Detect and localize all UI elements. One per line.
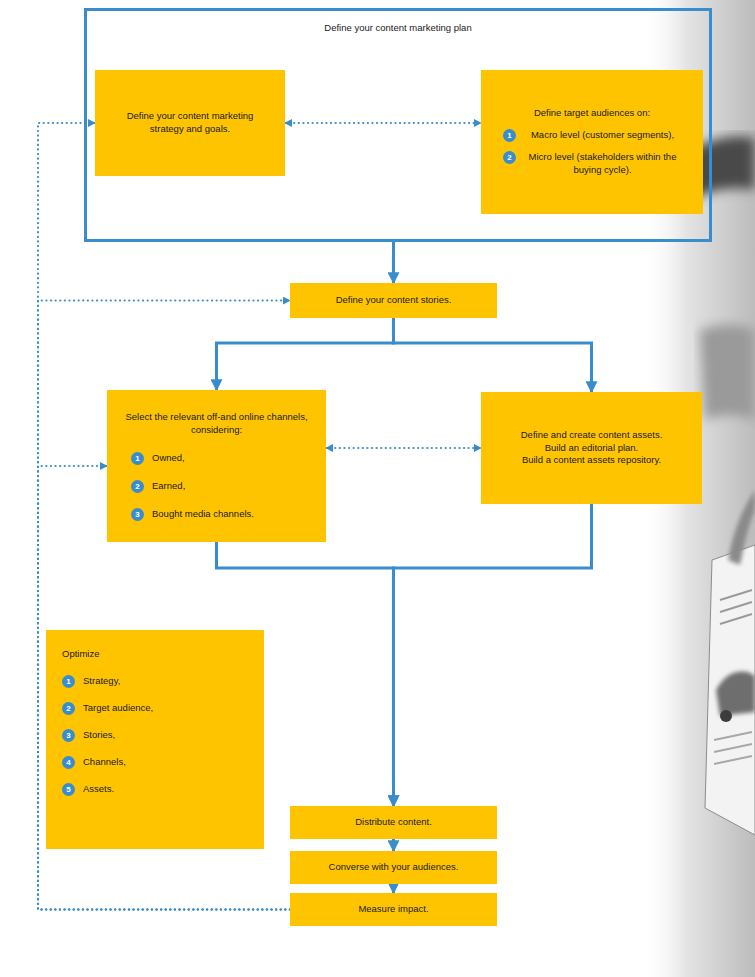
magazine xyxy=(705,545,755,835)
box-text: Build an editorial plan. xyxy=(545,442,638,455)
item-text: Assets. xyxy=(83,783,248,796)
process-box: Define target audiences on: 1 Macro level … xyxy=(481,70,703,214)
list-item: 3 Stories, xyxy=(62,729,248,742)
box-heading: Define your content marketing plan xyxy=(87,22,709,35)
optimize-box: Optimize 1 Strategy, 2 Target audience, 3 Stor… xyxy=(46,630,264,849)
item-text: Target audience, xyxy=(83,702,248,715)
item-text: Macro level (customer segments), xyxy=(524,129,681,142)
list-item: 1 Owned, xyxy=(131,452,308,465)
list-item: 4 Channels, xyxy=(62,756,248,769)
process-box: Define and create content assets.Build a… xyxy=(481,392,702,504)
callout-number: 1 xyxy=(62,675,75,688)
process-box: Select the relevant off-and online chann… xyxy=(107,390,326,542)
list-item: 1 Strategy, xyxy=(62,675,248,688)
box-heading: Define target audiences on: xyxy=(503,107,681,120)
feedback-connector xyxy=(326,447,481,449)
feedback-connector xyxy=(285,122,481,124)
magazine-lines xyxy=(714,732,752,764)
car-picture xyxy=(716,671,755,716)
box-text: Distribute content. xyxy=(355,816,432,829)
callout-number: 3 xyxy=(131,508,144,521)
list-item: 2 Target audience, xyxy=(62,702,248,715)
list-item: 5 Assets. xyxy=(62,783,248,796)
item-text: Earned, xyxy=(152,480,308,493)
callout-number: 2 xyxy=(503,151,516,164)
flow-connector xyxy=(394,318,592,392)
item-text: Owned, xyxy=(152,452,308,465)
callout-number: 2 xyxy=(131,480,144,493)
box-heading: Select the relevant off-and online chann… xyxy=(125,411,308,437)
magazine-lines xyxy=(720,590,752,624)
photo-shadow xyxy=(700,325,755,420)
box-heading: Optimize xyxy=(62,648,248,661)
list-item: 3 Bought media channels. xyxy=(131,508,308,521)
box-text: Measure impact. xyxy=(358,903,428,916)
flow-connector xyxy=(217,318,394,390)
flow-connector xyxy=(394,504,592,806)
item-text: Stories, xyxy=(83,729,248,742)
flow-connector xyxy=(392,839,395,851)
box-text: Define your content marketing strategy a… xyxy=(111,110,269,136)
process-box: Measure impact. xyxy=(290,893,497,926)
list-item: 2 Micro level (stakeholders within the bu… xyxy=(503,151,681,177)
box-text: Define and create content assets. xyxy=(521,429,663,442)
item-text: Micro level (stakeholders within the buy… xyxy=(524,151,681,177)
callout-number: 4 xyxy=(62,756,75,769)
flow-connector xyxy=(392,884,395,893)
callout-number: 2 xyxy=(62,702,75,715)
callout-number: 3 xyxy=(62,729,75,742)
process-box: Distribute content. xyxy=(290,806,497,839)
box-text: Converse with your audiences. xyxy=(329,861,459,874)
list-item: 1 Macro level (customer segments), xyxy=(503,129,681,142)
item-text: Channels, xyxy=(83,756,248,769)
plan-frame: Define your content marketing planDefine… xyxy=(84,8,712,242)
callout-number: 1 xyxy=(131,452,144,465)
car-wheel xyxy=(720,710,732,722)
list-item: 2 Earned, xyxy=(131,480,308,493)
process-box: Define your content stories. xyxy=(290,283,497,318)
item-text: Strategy, xyxy=(83,675,248,688)
box-text: Define your content stories. xyxy=(336,294,452,307)
callout-number: 5 xyxy=(62,783,75,796)
callout-number: 1 xyxy=(503,129,516,142)
hand-picture xyxy=(728,490,755,565)
flow-connector xyxy=(392,242,395,283)
box-text: Build a content assets repository. xyxy=(522,454,661,467)
process-box: Define your content marketing strategy a… xyxy=(95,70,285,176)
item-text: Bought media channels. xyxy=(152,508,308,521)
process-box: Converse with your audiences. xyxy=(290,851,497,884)
